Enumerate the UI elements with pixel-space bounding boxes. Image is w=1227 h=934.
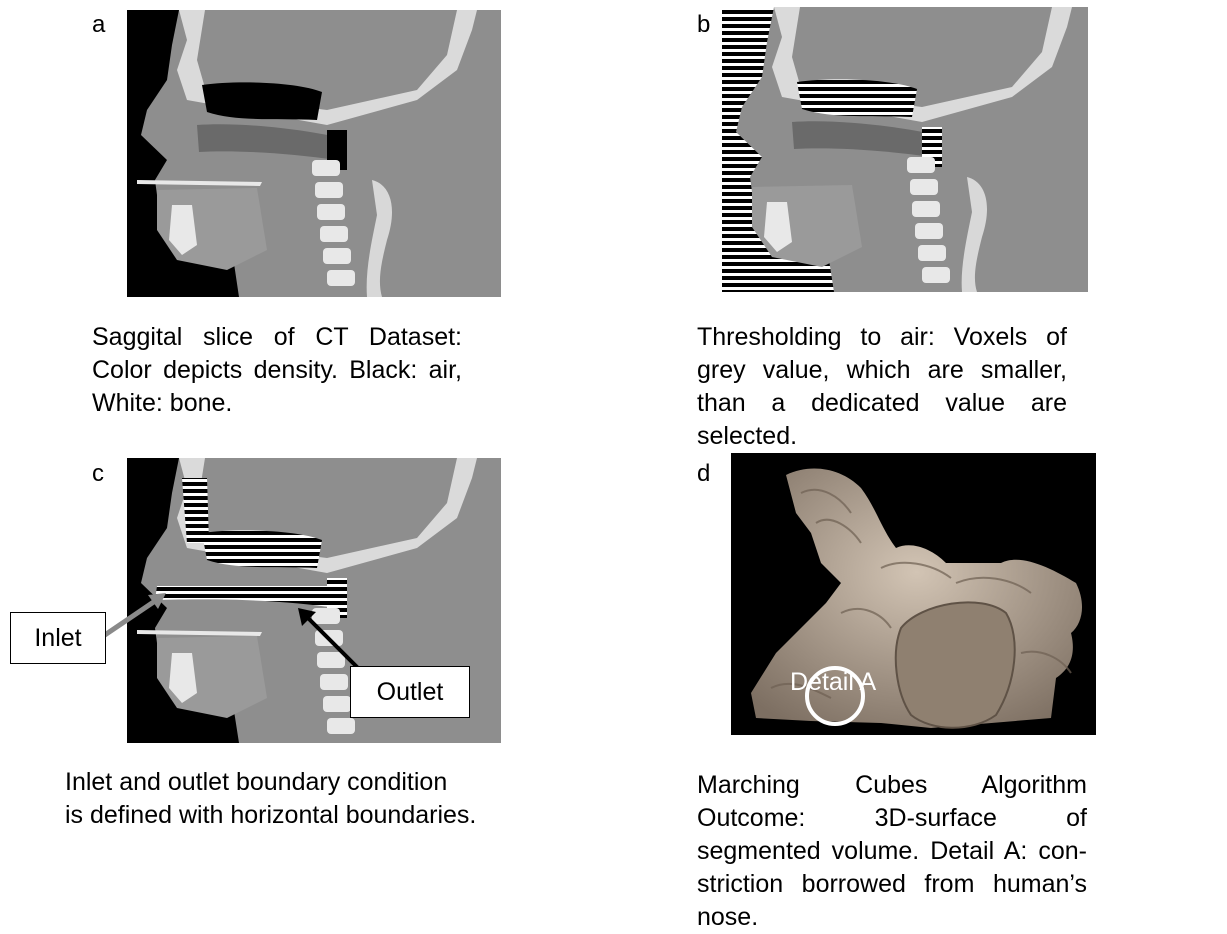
outlet-label: Outlet [350, 666, 470, 718]
caption-c-line2: is defined with horizontal boundaries. [65, 799, 585, 832]
panel-letter-d: d [697, 462, 710, 486]
caption-a: Saggital slice of CT Dataset: Color depi… [92, 321, 462, 420]
caption-c: Inlet and outlet boundary condition is d… [65, 766, 585, 832]
marching-cubes-surface-image-d [731, 453, 1096, 735]
thresholded-slice-image-b [722, 7, 1088, 292]
ct-slice-image-a [127, 10, 501, 297]
panel-letter-a: a [92, 13, 105, 37]
panel-letter-c: c [92, 462, 104, 486]
caption-d: Marching Cubes Algorithm Outcome: 3D-sur… [697, 769, 1087, 934]
caption-c-line1: Inlet and outlet boundary condition [65, 766, 585, 799]
panel-letter-b: b [697, 13, 710, 37]
inlet-label: Inlet [10, 612, 106, 664]
detail-a-label: Detail A [790, 668, 876, 697]
caption-b: Thresholding to air: Voxels of grey valu… [697, 321, 1067, 453]
